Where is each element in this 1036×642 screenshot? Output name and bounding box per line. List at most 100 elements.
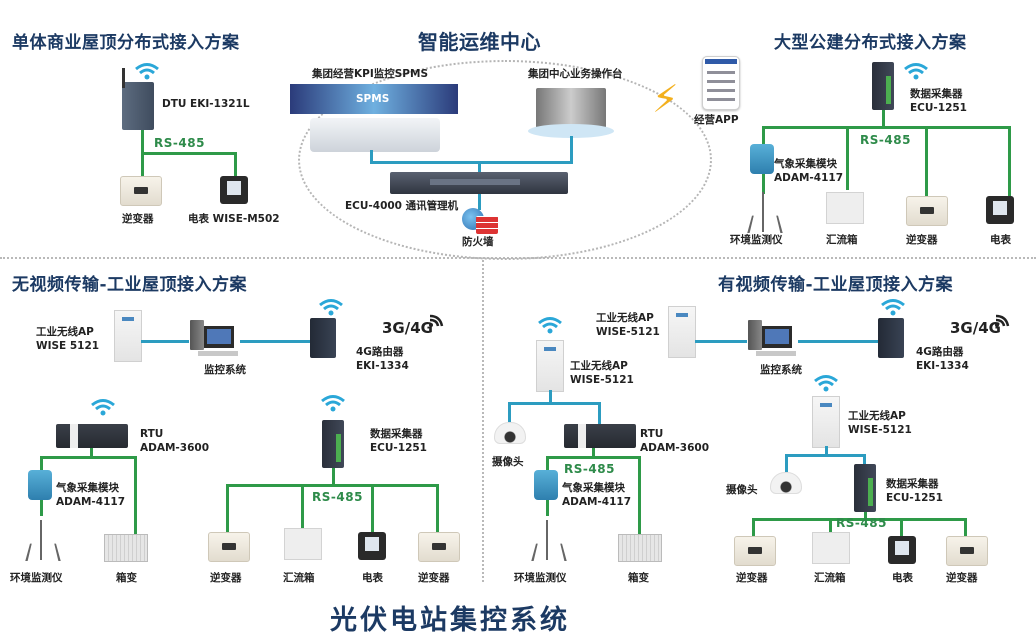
leaf-label: 汇流箱	[826, 234, 858, 246]
bus-line	[301, 484, 304, 528]
leaf-label: 电表	[892, 572, 913, 584]
ap2-label: 工业无线AP	[570, 360, 628, 372]
ecu4000-rack	[390, 172, 568, 194]
leaf-label: 逆变器	[736, 572, 768, 584]
inverter-label: 逆变器	[122, 213, 154, 225]
bus-line	[900, 518, 903, 536]
ops-label: 集团中心业务操作台	[528, 68, 623, 80]
bus-line	[592, 448, 595, 458]
meter-label: 电表 WISE-M502	[188, 213, 280, 225]
ecu4000-label: ECU-4000 通讯管理机	[345, 200, 459, 212]
pc-monitor	[204, 326, 234, 348]
network-line	[508, 402, 600, 405]
spms-video-wall	[290, 84, 458, 114]
bus-line	[40, 500, 43, 516]
pc-monitor	[762, 326, 792, 348]
vertical-divider	[482, 260, 484, 582]
ap-model: WISE 5121	[36, 340, 100, 352]
title-center: 智能运维中心	[418, 30, 541, 54]
inverter-device	[946, 536, 988, 566]
inverter-device	[418, 532, 460, 562]
spms-screen-label: SPMS	[356, 93, 390, 105]
boxtrans-label: 箱变	[628, 572, 649, 584]
ecu1251-device	[872, 62, 894, 110]
network-line	[570, 136, 573, 163]
control-desk	[310, 118, 440, 152]
firewall-label: 防火墙	[462, 236, 494, 248]
server-base	[528, 124, 614, 138]
ap3-label: 工业无线AP	[848, 410, 906, 422]
leaf-label: 汇流箱	[814, 572, 846, 584]
net-label: 3G/4G	[382, 319, 433, 337]
network-line	[478, 194, 481, 210]
leaf-label: 逆变器	[210, 572, 242, 584]
network-line	[825, 446, 828, 456]
adam4117-device	[750, 144, 774, 174]
ap-label: 工业无线AP	[36, 326, 94, 338]
ap1-label: 工业无线AP	[596, 312, 654, 324]
bus-line	[762, 174, 765, 194]
wireless-ap-device	[668, 306, 696, 358]
env-label: 环境监测仪	[514, 572, 567, 584]
bus-line	[846, 126, 849, 190]
boxtrans-label: 箱变	[116, 572, 137, 584]
dtu-label: DTU EKI-1321L	[162, 98, 250, 110]
rs485-label: RS-485	[154, 136, 205, 150]
wifi-icon	[319, 299, 343, 316]
inverter-device	[734, 536, 776, 566]
weather-model: ADAM-4117	[56, 496, 125, 508]
leaf-label: 环境监测仪	[730, 234, 783, 246]
bus-line	[141, 152, 236, 155]
antenna	[122, 68, 125, 88]
env-monitor-device	[26, 520, 56, 560]
bus-line	[40, 456, 136, 459]
router-model: EKI-1334	[356, 360, 409, 372]
bus-line	[638, 456, 641, 536]
network-line	[598, 402, 601, 424]
title-top-right: 大型公建分布式接入方案	[774, 33, 967, 53]
bus-line	[546, 456, 640, 459]
ap1-model: WISE-5121	[596, 326, 660, 338]
router-label: 4G路由器	[356, 346, 404, 358]
adam4117-device	[28, 470, 52, 500]
leaf-label: 逆变器	[906, 234, 938, 246]
bus-line	[964, 518, 967, 536]
rtu-model: ADAM-3600	[140, 442, 209, 454]
bus-line	[752, 518, 966, 521]
network-line	[863, 454, 866, 466]
bus-line	[226, 484, 229, 532]
collector-label: 数据采集器	[886, 478, 939, 490]
wifi-icon	[135, 63, 159, 80]
app-phone	[702, 56, 740, 110]
leaf-label: 逆变器	[418, 572, 450, 584]
collector-label: 数据采集器	[910, 88, 963, 100]
wifi-icon	[91, 399, 115, 416]
bus-line	[752, 518, 755, 536]
collector-label: 数据采集器	[370, 428, 423, 440]
meter-device	[220, 176, 248, 204]
env-label: 环境监测仪	[10, 572, 63, 584]
combiner-box-device	[826, 192, 864, 224]
bus-line	[762, 126, 765, 146]
collector-model: ECU-1251	[910, 102, 967, 114]
camera-device	[770, 472, 802, 494]
network-line	[370, 161, 573, 164]
monitor-label: 监控系统	[760, 364, 802, 376]
ecu1251-device	[322, 420, 344, 468]
bus-line	[134, 456, 137, 536]
bus-line	[234, 152, 237, 176]
title-bottom-right: 有视频传输-工业屋顶接入方案	[718, 275, 954, 295]
monitor-system-pc	[748, 320, 798, 358]
camera2-label: 摄像头	[726, 484, 758, 496]
weather-label: 气象采集模块	[56, 482, 119, 494]
dtu-device	[122, 82, 154, 130]
network-line	[549, 390, 552, 404]
rtu-device	[564, 424, 636, 448]
network-line	[240, 340, 310, 343]
wifi-icon	[538, 317, 562, 334]
app-label: 经营APP	[694, 114, 739, 126]
leaf-label: 电表	[362, 572, 383, 584]
box-transformer-device	[104, 534, 148, 562]
env-monitor-device	[532, 520, 562, 560]
network-line	[785, 454, 865, 457]
